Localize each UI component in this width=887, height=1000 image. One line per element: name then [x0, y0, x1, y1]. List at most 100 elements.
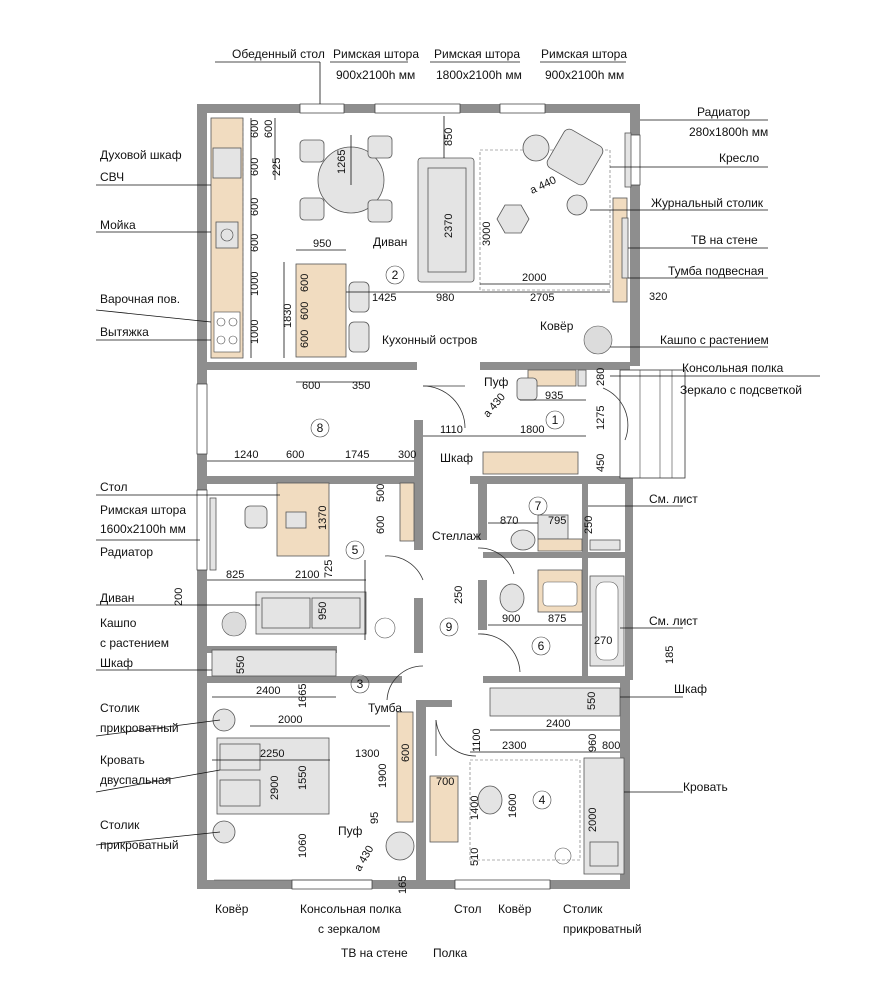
dimension-label: 600: [249, 234, 261, 252]
dimension-label: 250: [583, 516, 595, 534]
label-coffee-table: Журнальный столик: [651, 196, 764, 210]
label-armchair: Кресло: [719, 151, 759, 165]
label-wardrobe-left: Шкаф: [100, 656, 133, 670]
dimension-label: 165: [397, 876, 409, 894]
label-mixer-2: См. лист: [649, 614, 698, 628]
label-microwave: СВЧ: [100, 170, 124, 184]
dimension-label: 825: [226, 569, 244, 581]
dimension-label: 1400: [469, 796, 481, 820]
dimension-label: 1550: [297, 766, 309, 790]
dimension-label: 2400: [256, 685, 280, 697]
dimension-label: 600: [299, 330, 311, 348]
dimension-label: 200: [173, 588, 185, 606]
dimension-label: 550: [235, 656, 247, 674]
dimension-label: 225: [271, 158, 283, 176]
dimension-label: 270: [594, 635, 612, 647]
label-bedside-2b: прикроватный: [100, 838, 179, 852]
dimension-label: 1275: [595, 406, 607, 430]
dimension-label: a 440: [528, 174, 558, 197]
label-console-shelf: Консольная полка: [682, 361, 784, 375]
label-wardrobe-hall: Шкаф: [440, 451, 473, 465]
dimension-label: 550: [586, 692, 598, 710]
dimension-label: 500: [375, 484, 387, 502]
dimension-label: 1370: [317, 506, 329, 530]
label-pouf-bed: Пуф: [338, 824, 362, 838]
dimension-label: 2000: [522, 272, 546, 284]
dimension-label: 1830: [282, 304, 294, 328]
dimension-texts: 600 600 600 600 600 1000 1000 225 1830 9…: [173, 120, 676, 894]
dimension-label: 1000: [249, 320, 261, 344]
dimension-label: 600: [299, 302, 311, 320]
label-oven: Духовой шкаф: [100, 148, 182, 162]
dimension-label: 1000: [249, 272, 261, 296]
dimension-label: 2250: [260, 748, 284, 760]
label-radiator-top: Радиатор: [697, 105, 750, 119]
dimension-label: 1100: [471, 728, 483, 752]
label-rug-bed-2: Ковёр: [498, 902, 532, 916]
dimension-label: 2900: [269, 776, 281, 800]
dimension-label: 980: [436, 292, 454, 304]
dimension-label: 600: [400, 744, 412, 762]
dimension-label: 1900: [377, 764, 389, 788]
label-bed-right: Кровать: [683, 780, 728, 794]
dimension-label: 1600: [507, 794, 519, 818]
dimension-label: 600: [299, 274, 311, 292]
label-desk-2: Стол: [454, 902, 481, 916]
room-number: 5: [352, 543, 359, 557]
label-roman-blind-2: Римская штора: [434, 47, 520, 61]
label-mirror-light: Зеркало с подсветкой: [680, 383, 802, 397]
label-roman-blind-3: Римская штора: [541, 47, 627, 61]
label-bedside-3b: прикроватный: [563, 922, 642, 936]
dimension-label: 950: [313, 238, 331, 250]
dimension-label: 935: [545, 390, 563, 402]
room-number: 9: [446, 620, 453, 634]
room3-furniture: [211, 649, 415, 881]
label-rug-living: Ковёр: [540, 319, 574, 333]
label-bedside-1a: Столик: [100, 701, 140, 715]
room4-furniture: [429, 687, 625, 875]
dimension-label: 1060: [297, 834, 309, 858]
label-shelf: Полка: [433, 946, 468, 960]
dimension-label: a 430: [352, 844, 376, 874]
room5-furniture: [209, 482, 415, 639]
dimension-label: 1265: [336, 150, 348, 174]
label-planter-plant-2b: с растением: [100, 636, 169, 650]
label-roman-blind-4-size: 1600x2100h мм: [100, 522, 186, 536]
dining-table: [299, 135, 393, 223]
label-shelving: Стеллаж: [432, 529, 481, 543]
dimension-label: 1745: [345, 449, 369, 461]
dimension-label: 795: [548, 515, 566, 527]
dimension-label: 1425: [372, 292, 396, 304]
dimension-label: 900: [502, 613, 520, 625]
label-sink: Мойка: [100, 218, 136, 232]
dimension-label: 1665: [297, 684, 309, 708]
dimension-label: 250: [453, 586, 465, 604]
room-number: 6: [538, 639, 545, 653]
dimension-label: 2400: [546, 718, 570, 730]
room-number: 3: [357, 677, 364, 691]
dimension-label: 600: [286, 449, 304, 461]
label-bedside-1b: прикроватный: [100, 721, 179, 735]
dimension-label: 450: [595, 454, 607, 472]
label-sofa-room: Диван: [100, 591, 134, 605]
dimension-label: 600: [249, 198, 261, 216]
label-mixer-1: См. лист: [649, 492, 698, 506]
dimension-label: 875: [548, 613, 566, 625]
label-hanging-cabinet: Тумба подвесная: [668, 264, 764, 278]
dimension-label: 950: [317, 602, 329, 620]
label-double-bed-b: двуспальная: [100, 773, 171, 787]
dimension-label: 725: [323, 560, 335, 578]
dimension-label: 600: [249, 158, 261, 176]
label-rug-bed: Ковёр: [215, 902, 249, 916]
room-number: 2: [392, 268, 399, 282]
dimension-label: 850: [443, 128, 455, 146]
room-number: 7: [535, 499, 542, 513]
label-planter-plant-2a: Кашпо: [100, 616, 137, 630]
label-hood: Вытяжка: [100, 325, 149, 339]
kitchen-counter: [210, 117, 244, 359]
room-number: 1: [552, 413, 559, 427]
dimension-label: 800: [602, 740, 620, 752]
dimension-label: 2100: [295, 569, 319, 581]
room-number: 4: [539, 793, 546, 807]
dimension-label: 600: [263, 120, 275, 138]
